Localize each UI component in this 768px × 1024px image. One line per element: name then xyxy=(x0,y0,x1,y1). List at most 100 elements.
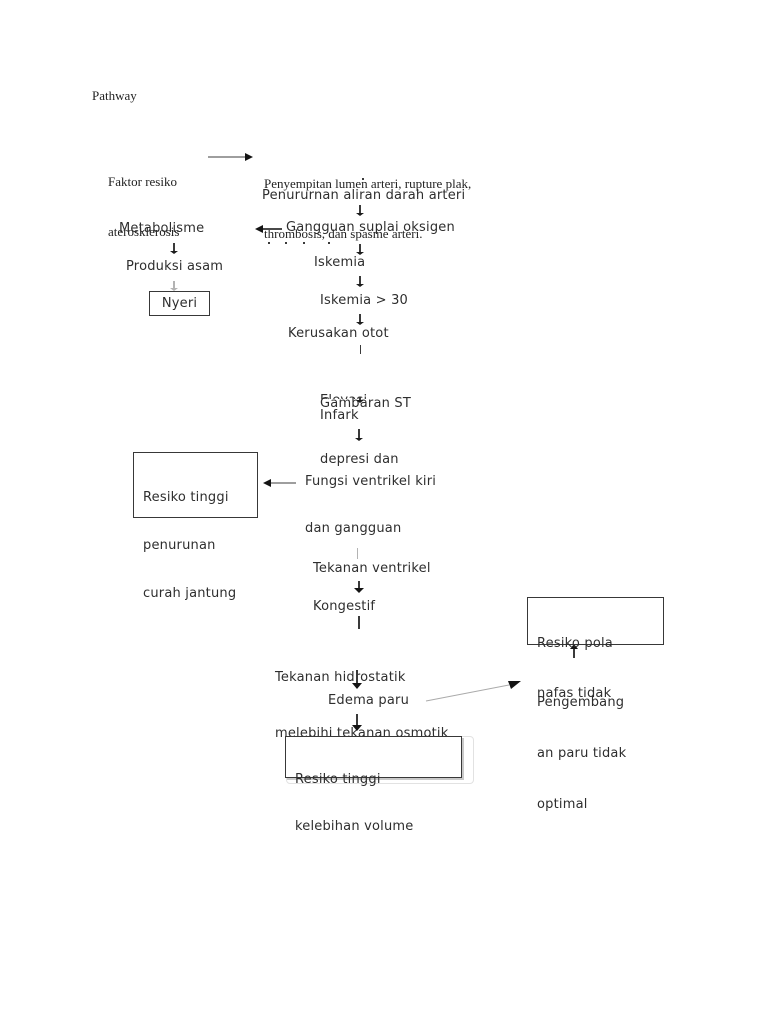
up-arrow-icon xyxy=(570,644,578,658)
box-resiko-kelebihan-volume: Resiko tinggi kelebihan volume xyxy=(285,736,462,834)
node-gambaran-st-line1: Gambaran ST xyxy=(320,396,411,411)
node-resiko-curah-jantung-line2: penurunan xyxy=(143,538,216,553)
clipped-text-dot xyxy=(285,242,287,244)
down-arrow-icon xyxy=(356,314,364,325)
left-arrow-icon xyxy=(263,478,296,488)
arrow-head-down xyxy=(356,213,364,216)
node-resiko-pola-nafas: Resiko pola nafas tidak xyxy=(537,603,663,735)
node-gambaran-st-line2: depresi dan xyxy=(320,451,399,467)
node-nyeri: Nyeri xyxy=(161,295,198,311)
arrow-tail xyxy=(271,482,296,484)
node-pengembangan-paru-line2: an paru tidak xyxy=(537,746,627,761)
arrow-stem xyxy=(359,276,361,284)
node-iskemia-30: Iskemia > 30 xyxy=(320,293,409,308)
down-arrow-icon xyxy=(170,243,178,254)
node-produksi-asam: Produksi asam xyxy=(126,259,224,274)
node-resiko-curah-jantung-line3: curah jantung xyxy=(143,586,237,601)
node-fungsi-ventrikel-line1: Fungsi ventrikel kiri xyxy=(305,474,437,489)
node-gambaran-st: Gambaran ST depresi dan xyxy=(320,358,411,506)
node-metabolisme: Metabolisme xyxy=(119,221,205,236)
down-arrow-partial-icon xyxy=(356,397,364,403)
node-infark: Infark xyxy=(320,408,359,423)
down-arrow-icon xyxy=(355,429,363,441)
arrow-stem xyxy=(356,670,358,683)
box-resiko-pola-nafas: Resiko pola nafas tidak xyxy=(527,597,664,701)
node-resiko-kelebihan-volume-line2: kelebihan volume xyxy=(295,818,414,834)
arrow-stem xyxy=(573,649,575,658)
node-tekanan-ventrikel: Tekanan ventrikel xyxy=(313,561,431,576)
arrow-tail xyxy=(208,156,245,158)
clipped-text-dot xyxy=(303,242,305,244)
down-arrow-icon xyxy=(352,714,362,731)
arrow-head-left xyxy=(255,225,263,233)
page-title: Pathway xyxy=(92,88,137,103)
down-arrow-icon xyxy=(356,244,364,255)
node-penyempitan-line2: thrombosis, dan spasme arteri. xyxy=(264,225,423,241)
arrow-head-down xyxy=(356,252,364,255)
node-resiko-curah-jantung: Resiko tinggi penurunan curah jantung xyxy=(143,458,257,634)
arrow-head-up xyxy=(570,644,578,649)
arrow-head-down xyxy=(352,683,362,689)
connector-line-faint xyxy=(357,548,359,559)
clipped-text-dot xyxy=(328,242,330,244)
node-resiko-kelebihan-volume-line1: Resiko tinggi xyxy=(295,772,381,787)
node-fungsi-ventrikel-line2: dan gangguan xyxy=(305,520,402,536)
clipped-text-dot xyxy=(268,242,270,244)
node-kerusakan-otot: Kerusakan otot xyxy=(288,326,389,341)
down-arrow-faint-icon xyxy=(170,281,178,291)
right-arrow-icon xyxy=(208,152,253,162)
arrow-stem xyxy=(173,243,175,251)
node-faktor-resiko: Faktor resiko aterosklerosis xyxy=(108,141,179,273)
arrow-head-down xyxy=(355,438,363,441)
node-penyempitan: Penyempitan lumen arteri, rupture plak, … xyxy=(264,143,471,275)
arrow-stem xyxy=(173,281,175,288)
node-pengembangan-paru-line3: optimal xyxy=(537,797,588,812)
arrow-stem xyxy=(356,714,358,725)
arrow-tail xyxy=(263,228,282,230)
arrow-head-down xyxy=(170,251,178,254)
node-gambaran-st-clipped-line: Elevasi xyxy=(320,393,370,399)
node-tekanan-hidrostatik-line1: Tekanan hidrostatik xyxy=(275,670,406,685)
diagonal-arrow-icon xyxy=(425,681,521,702)
stray-mark xyxy=(362,178,364,180)
arrow-stem xyxy=(357,548,359,559)
node-gangguan-suplai: Gangguan suplai oksigen xyxy=(286,220,455,235)
arrow-head-left xyxy=(263,479,271,487)
arrow-stem xyxy=(358,581,360,588)
down-arrow-icon xyxy=(352,670,362,689)
left-arrow-icon xyxy=(255,224,282,234)
arrow-head-down xyxy=(356,284,364,287)
arrow-head-down xyxy=(352,725,362,731)
arrow-head-down xyxy=(354,588,364,593)
arrow-stem xyxy=(358,429,360,438)
down-arrow-icon xyxy=(356,276,364,287)
node-pengembangan-paru: Pengembang an paru tidak optimal xyxy=(537,660,626,847)
arrow-head-down xyxy=(356,400,364,403)
arrow-stem xyxy=(359,205,361,213)
node-iskemia: Iskemia xyxy=(314,255,366,270)
arrow-stem xyxy=(360,345,362,354)
box-resiko-curah-jantung: Resiko tinggi penurunan curah jantung xyxy=(133,452,258,601)
arrow-head-right xyxy=(245,153,253,161)
node-pengembangan-paru-line1: Pengembang xyxy=(537,695,625,710)
arrow-stem xyxy=(359,314,361,322)
box-nyeri: Nyeri xyxy=(149,291,210,316)
node-fungsi-ventrikel: Fungsi ventrikel kiri dan gangguan kontr… xyxy=(305,443,475,548)
node-resiko-pola-nafas-line1: Resiko pola xyxy=(537,636,613,651)
down-arrow-icon xyxy=(354,581,364,593)
connector-line xyxy=(360,345,362,354)
arrow-stem xyxy=(359,397,361,400)
node-kongestif: Kongestif xyxy=(313,599,376,614)
arrow-stem xyxy=(358,616,360,629)
node-edema-paru: Edema paru xyxy=(328,693,410,708)
connector-line xyxy=(358,616,360,629)
arrow-head-down xyxy=(170,288,178,291)
down-arrow-icon xyxy=(356,205,364,216)
node-resiko-kelebihan-volume: Resiko tinggi kelebihan volume xyxy=(295,741,461,865)
node-faktor-resiko-line1: Faktor resiko xyxy=(108,174,177,189)
node-resiko-curah-jantung-line1: Resiko tinggi xyxy=(143,490,229,505)
arrow-head-down xyxy=(356,322,364,325)
node-resiko-pola-nafas-line2: nafas tidak xyxy=(537,685,612,701)
arrow-stem xyxy=(359,244,361,252)
